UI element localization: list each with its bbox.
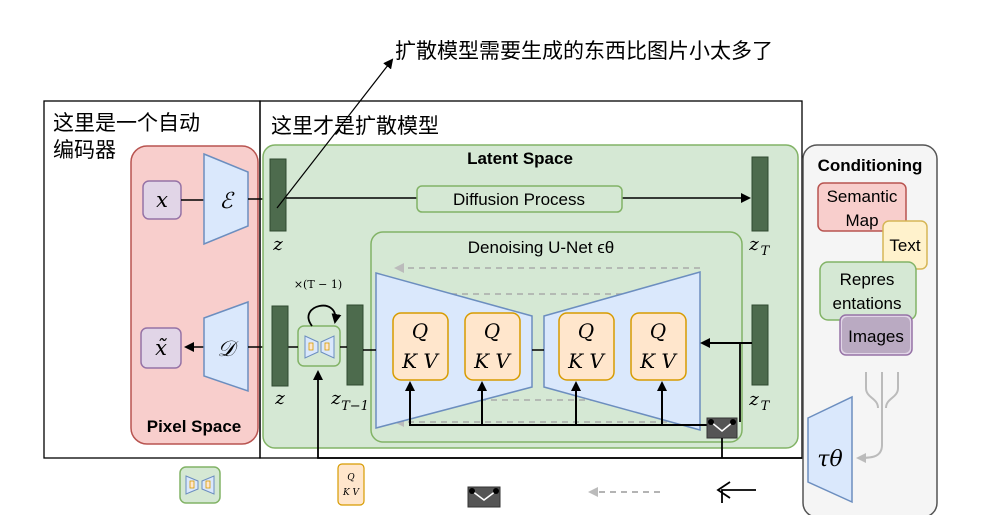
zT-latent-bar <box>751 156 769 232</box>
zT-bottom-latent-bar <box>751 304 769 386</box>
zT-subscript: T <box>761 244 771 259</box>
zT-bottom-subscript: T <box>761 399 771 414</box>
legend-unet-attn <box>205 480 211 489</box>
top-note-arrow <box>276 58 394 209</box>
unet-mini-icon-attn <box>324 342 330 351</box>
top-note: 扩散模型需要生成的东西比图片小太多了 <box>395 39 773 63</box>
conditioning-branch-lines <box>856 372 899 463</box>
tau-theta-block <box>807 395 853 504</box>
semantic-map-label-2: Map <box>845 211 878 230</box>
z-bottom-label: z <box>274 388 285 409</box>
legend-switch-icon <box>467 486 501 508</box>
conditioning-title: Conditioning <box>818 156 923 175</box>
cond-arrow <box>405 381 722 426</box>
zT1-subscript: T−1 <box>341 399 369 414</box>
diffusion-note: 这里才是扩散模型 <box>271 114 439 138</box>
attention-q: Q <box>578 319 594 343</box>
latent-space-label: Latent Space <box>467 149 573 168</box>
unet-label: Denoising U-Net ϵθ <box>468 238 614 257</box>
repeat-label: ×(T − 1) <box>294 278 342 291</box>
attention-q: Q <box>650 319 666 343</box>
attention-blocks: Q K V Q K V Q K V Q K V <box>392 312 687 381</box>
zT-bottom-label: z <box>748 389 759 410</box>
loop-arrow <box>307 304 342 327</box>
attention-kv: K V <box>567 349 606 373</box>
z-label: z <box>272 234 283 255</box>
diffusion-process-label: Diffusion Process <box>453 190 585 209</box>
unet-mini-icon-attn <box>308 342 314 351</box>
tau-to-unet-line <box>313 370 812 459</box>
diffusion-process-box <box>416 185 623 213</box>
attention-kv: K V <box>639 349 678 373</box>
zT-label: z <box>748 234 759 255</box>
decoder-block <box>203 300 249 393</box>
encoder-block <box>203 152 249 246</box>
text-label: Text <box>889 236 920 255</box>
branch-line <box>856 408 883 463</box>
output-x-label: x̃ <box>155 336 167 360</box>
semantic-map-box <box>817 182 907 232</box>
representations-label-1: Repres <box>840 270 895 289</box>
switch-node <box>730 419 736 425</box>
z-latent-bar <box>269 158 287 232</box>
legend-q: Q <box>347 473 355 483</box>
tau-theta-label: τθ <box>817 447 842 472</box>
legend-switch-node <box>469 488 475 494</box>
switch-node <box>708 419 714 425</box>
branch-line <box>885 372 899 409</box>
images-label: Images <box>848 327 904 346</box>
encoder-label: ℰ <box>219 189 235 214</box>
attention-q: Q <box>484 319 500 343</box>
images-box-shade <box>842 317 910 353</box>
legend-switch-node <box>493 488 499 494</box>
legend-kv: K V <box>342 488 361 498</box>
attention-block <box>558 312 615 381</box>
legend-attention-icon <box>337 463 365 506</box>
switch-icon-mark <box>710 421 734 432</box>
zT1-latent-bar <box>346 304 364 386</box>
representations-label-2: entations <box>833 294 902 313</box>
attention-block <box>392 312 449 381</box>
unet-encoder <box>375 272 533 429</box>
legend-cond-arrowhead <box>716 481 731 499</box>
attention-block <box>630 312 687 381</box>
attention-kv: K V <box>401 349 440 373</box>
legend-unet-attn <box>189 480 195 489</box>
attention-block <box>464 312 521 381</box>
input-x-label: x <box>156 188 168 212</box>
z-bottom-latent-bar <box>271 305 289 387</box>
legend-unet-icon <box>179 466 221 504</box>
attention-q: Q <box>412 319 428 343</box>
attention-kv: K V <box>473 349 512 373</box>
legend: Q K V <box>179 463 756 508</box>
semantic-map-label-1: Semantic <box>827 187 898 206</box>
decoder-label: 𝒟 <box>217 337 239 362</box>
branch-line <box>865 372 879 409</box>
conditioning-arrows <box>405 381 722 426</box>
pixel-space-label: Pixel Space <box>147 417 242 436</box>
legend-cond-arrow <box>721 489 756 503</box>
legend-switch-mark <box>471 490 497 501</box>
autoencoder-note-line2: 编码器 <box>53 138 116 162</box>
output-x-box <box>140 327 182 369</box>
zT1-label: z <box>330 388 341 409</box>
autoencoder-note-line1: 这里是一个自动 <box>53 111 200 135</box>
